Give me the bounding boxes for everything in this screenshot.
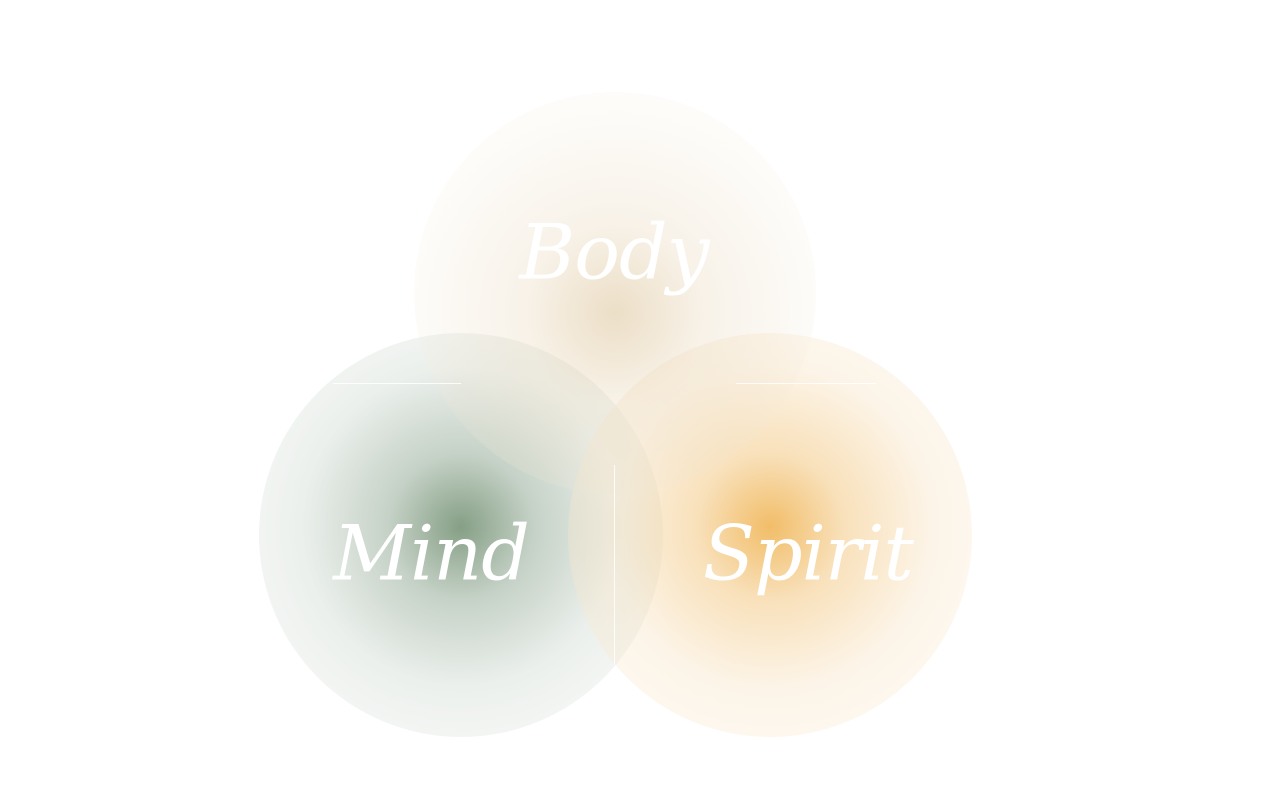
divider-line-left [333,383,461,384]
body-label: Body [519,207,709,297]
divider-line-right [736,383,876,384]
spirit-label: Spirit [702,508,914,598]
divider-line-center [614,465,615,665]
mind-label: Mind [333,508,530,598]
body-circle [414,92,816,494]
